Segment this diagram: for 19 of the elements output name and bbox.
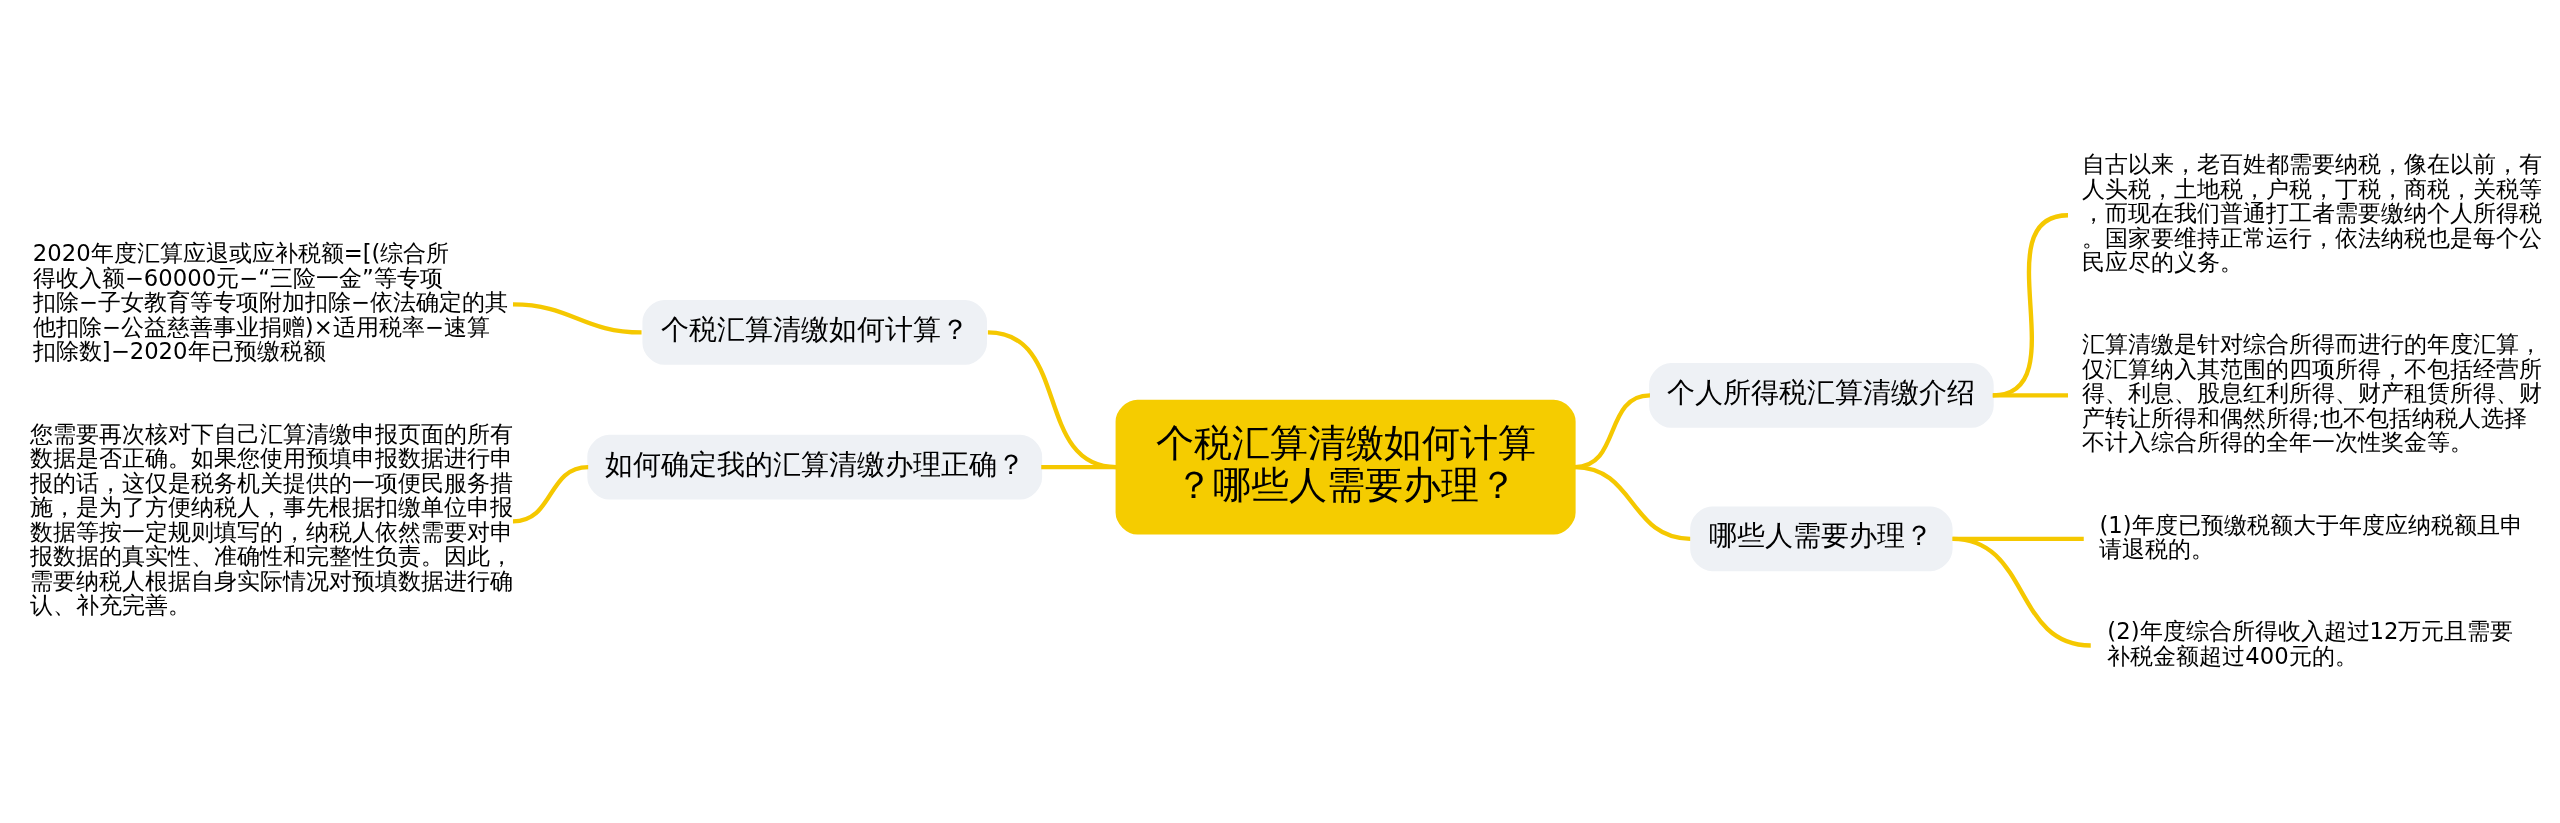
node-box: 哪些人需要办理？ xyxy=(1690,505,1953,571)
node-box: 个税汇算清缴如何计算？ xyxy=(642,299,987,365)
node-text: 自古以来，老百姓都需要纳税，像在以前，有人头税，土地税，户税，丁税，商税，关税等，而现在我们普通打工者需要缴纳个人所得税。国家要维持正常运行，依法纳税也是每个公民应尽的义务。 xyxy=(2082,150,2543,275)
node-text: (1)年度已预缴税额大于年度应纳税额且申请退税的。 xyxy=(2099,511,2523,562)
node-box: 个人所得税汇算清缴介绍 xyxy=(1649,362,1994,428)
connector xyxy=(1952,536,2091,648)
node-box: 如何确定我的汇算清缴办理正确？ xyxy=(587,434,1043,499)
node-text: 汇算清缴是针对综合所得而进行的年度汇算，仅汇算纳入其范围的四项所得，不包括经营所得、利息、股息红利所得、财产租赁所得、财产转让所得和偶然所得;也不包括纳税人选择不计入综合所得的全年一次性奖金等。 xyxy=(2082,330,2543,455)
node-text: 您需要再次核对下自己汇算清缴申报页面的所有数据是否正确。如果您使用预填申报数据进行申报的话，这仅是税务机关提供的一项便民服务措施，是为了方便纳税人，事先根据扣缴单位申报数据等按一定规则填写的，纳税人依然需要对申报数据的真实性、准确性和完整性负责。因此，需要纳税人根据自身实际情况对预填数据进行确认、补充完善。 xyxy=(30,420,514,618)
connector xyxy=(1041,464,1117,469)
node-text: 2020年度汇算应退或应补税额=[(综合所得收入额−60000元−“三险一金”等专项扣除−子女教育等专项附加扣除−依法确定的其他扣除−公益慈善事业捐赠)×适用税率−速算扣除数]−2020年已预缴税额 xyxy=(32,239,508,364)
connector xyxy=(512,301,642,335)
node-box: 个税汇算清缴如何计算？哪些人需要办理？ xyxy=(1115,399,1576,534)
connector xyxy=(1574,464,1691,541)
connector xyxy=(1992,212,2069,398)
node-text: (2)年度综合所得收入超过12万元且需要补税金额超过400元的。 xyxy=(2107,617,2514,669)
connector xyxy=(1992,392,2068,398)
connector xyxy=(512,464,589,523)
connector xyxy=(987,329,1117,469)
